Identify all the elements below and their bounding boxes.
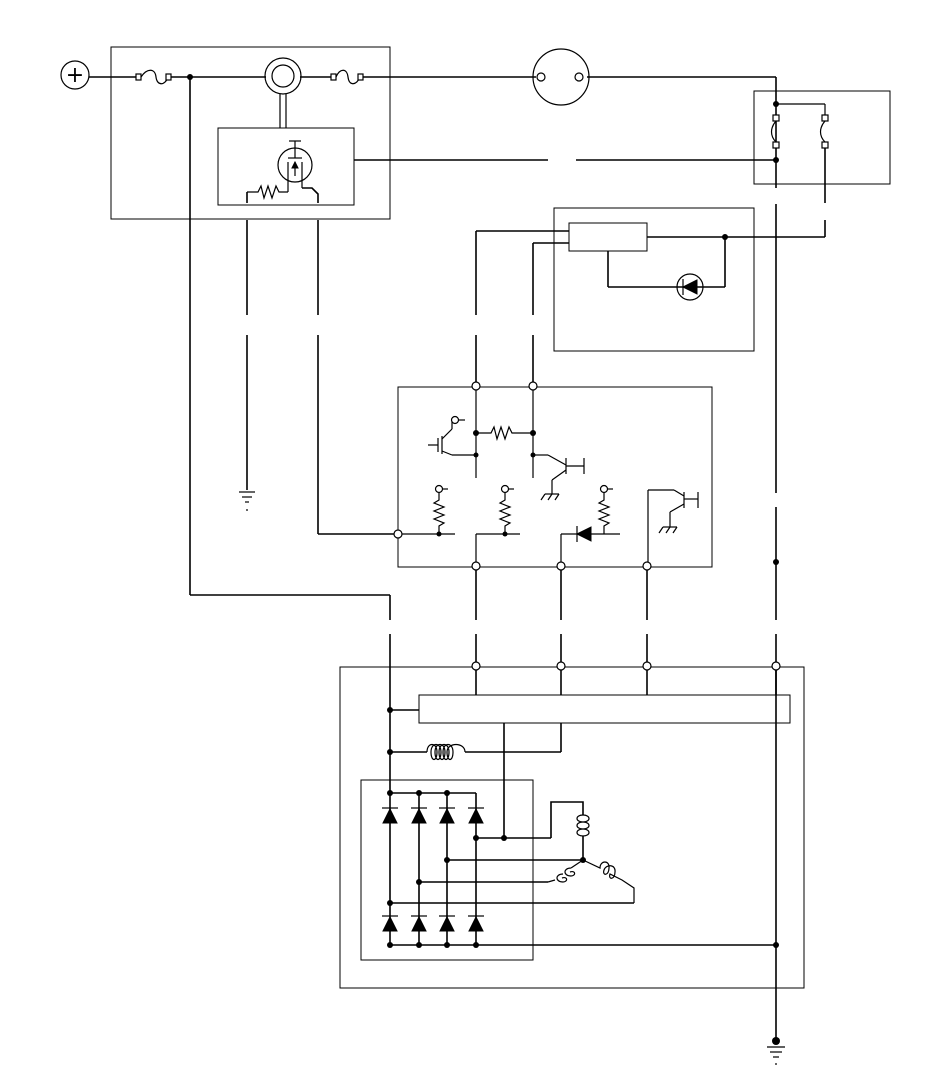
- alternator: [339, 666, 805, 989]
- rectifier-bridge: [360, 779, 534, 961]
- rectifier-diodes: [382, 790, 779, 948]
- fuse-ignition-module: [110, 46, 391, 220]
- zener-diode: [676, 273, 704, 301]
- stator-coils: [547, 801, 635, 903]
- battery-positive-terminal: +: [60, 60, 90, 90]
- battery-plus-symbol: +: [66, 63, 84, 88]
- fuse-secondary: [330, 69, 364, 85]
- fuse-main: [135, 69, 172, 85]
- voltage-regulator: [397, 386, 713, 568]
- regulator-ic: [418, 694, 791, 724]
- transistor-gate-resistor: [247, 184, 288, 201]
- relay-unit: [753, 90, 891, 185]
- main-supply-wire: [89, 76, 777, 100]
- ground-left: [239, 491, 255, 511]
- ignition-switch: [264, 57, 302, 128]
- power-transistor-module: [217, 127, 355, 206]
- diode-module: [553, 207, 755, 352]
- regulator-circuit: [402, 390, 699, 563]
- regulator-alternator-wires: [389, 570, 648, 945]
- field-coil: [426, 743, 466, 761]
- power-transistor: [277, 140, 313, 192]
- relay-block: [568, 222, 648, 252]
- diode-module-wiring: [475, 230, 726, 315]
- alternator-wiring: [387, 670, 777, 838]
- charge-warning-lamp: [532, 48, 590, 106]
- chassis-ground: [767, 1037, 785, 1065]
- relay-contacts: [770, 100, 829, 203]
